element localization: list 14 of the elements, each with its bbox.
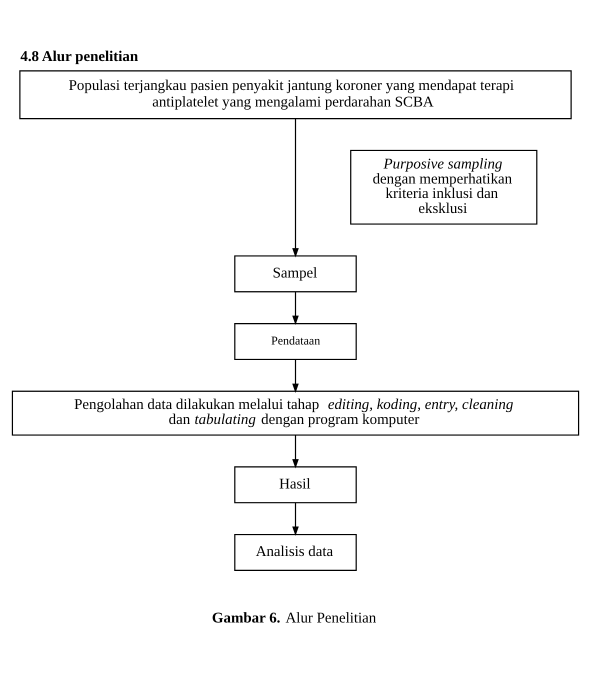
node-box: Pengolahan data dilakukan melalui tahap editing, koding, entry, cleaning dan tabulating dengan program komputer (12, 390, 580, 436)
arrow (292, 435, 299, 468)
arrow (292, 360, 299, 393)
arrow (292, 292, 299, 325)
caption: Gambar 6. Alur Penelitian (212, 610, 376, 627)
node-box: Populasi terjangkau pasien penyakit jantung koroner yang mendapat terapi antiplatelet yang mengalami perdarahan SCBA (19, 70, 572, 120)
node-box: Pendataan (234, 323, 357, 360)
diagram-title: 4.8 Alur penelitian (20, 48, 138, 65)
node-box: Hasil (234, 466, 357, 504)
arrow (292, 503, 299, 536)
arrow (292, 118, 299, 258)
node-box: Sampel (234, 255, 357, 292)
node-box: Analisis data (234, 534, 357, 571)
node-box: Purposive sampling dengan memperhatikan kriteria inklusi dan eksklusi (350, 150, 538, 225)
